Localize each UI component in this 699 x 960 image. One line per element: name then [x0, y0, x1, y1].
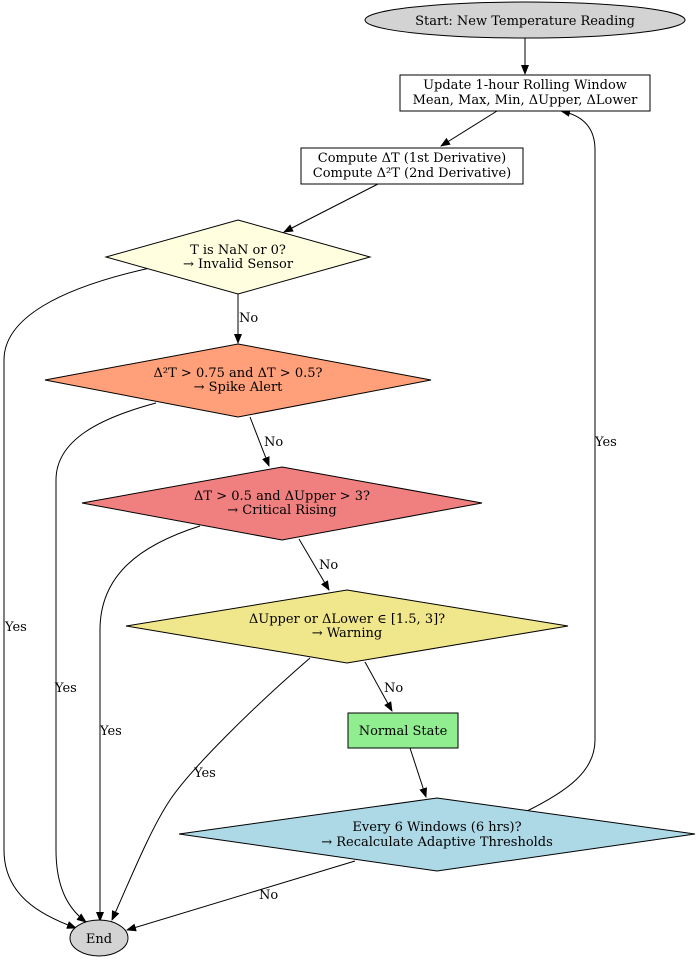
edge-label-recalc-no: No [259, 888, 278, 903]
warning-check-line-2: → Warning [312, 626, 382, 641]
compute-derivatives-line-2: Compute Δ²T (2nd Derivative) [313, 166, 512, 181]
spike-check-line-1: Δ²T > 0.75 and ΔT > 0.5? [154, 366, 323, 381]
normal-state-label: Normal State [359, 724, 448, 739]
critical-check-line-2: → Critical Rising [227, 503, 337, 518]
update-window-line-2: Mean, Max, Min, ΔUpper, ΔLower [413, 93, 639, 108]
node-warning-check: ΔUpper or ΔLower ∈ [1.5, 3]? → Warning [125, 589, 569, 664]
recalc-check-line-2: → Recalculate Adaptive Thresholds [321, 835, 553, 850]
edge-recalc-no [126, 860, 356, 932]
warning-check-diamond [125, 589, 569, 664]
node-normal-state: Normal State [347, 712, 459, 749]
edge-spike-yes [55, 402, 157, 923]
edge-invalid-yes [3, 267, 151, 929]
edge-label-invalid-no: No [239, 311, 258, 326]
edge-recalc-yes [524, 108, 596, 813]
end-label: End [86, 932, 112, 947]
node-recalc-check: Every 6 Windows (6 hrs)? → Recalculate A… [178, 797, 696, 872]
update-window-box [399, 74, 651, 112]
invalid-check-line-2: → Invalid Sensor [183, 257, 294, 272]
edge-label-spike-yes: Yes [54, 681, 77, 696]
edge-warning-yes [111, 657, 311, 921]
edge-warning-no [364, 661, 393, 712]
warning-check-line-1: ΔUpper or ΔLower ∈ [1.5, 3]? [249, 612, 445, 627]
edge-label-critical-no: No [319, 558, 338, 573]
edge-labels: No Yes No Yes No Yes No Yes Yes No [4, 311, 617, 903]
start-label-line-1: Start: New Temperature Reading [415, 14, 635, 29]
edge-critical-yes [96, 525, 201, 922]
node-start: Start: New Temperature Reading [364, 1, 686, 39]
normal-state-box [347, 712, 459, 749]
edge-spike-no [249, 416, 270, 467]
node-invalid-check: T is NaN or 0? → Invalid Sensor [104, 219, 372, 295]
edge-update-to-compute [440, 110, 498, 147]
edge-critical-no [298, 538, 330, 591]
edge-normal-to-recalc [409, 747, 428, 798]
edge-label-warning-yes: Yes [193, 766, 216, 781]
node-update-window: Update 1-hour Rolling Window Mean, Max, … [399, 74, 651, 112]
compute-derivatives-line-1: Compute ΔT (1st Derivative) [318, 151, 506, 166]
invalid-check-line-1: T is NaN or 0? [190, 243, 286, 258]
edge-label-critical-yes: Yes [99, 724, 122, 739]
edge-label-invalid-yes: Yes [4, 620, 27, 635]
edge-compute-to-invalid [283, 183, 379, 233]
node-end: End [69, 919, 129, 957]
compute-derivatives-box [300, 147, 524, 185]
recalc-check-line-1: Every 6 Windows (6 hrs)? [352, 820, 521, 835]
edge-label-warning-no: No [384, 681, 403, 696]
end-ellipse [69, 919, 129, 957]
update-window-line-1: Update 1-hour Rolling Window [423, 78, 627, 93]
edge-label-spike-no: No [264, 435, 283, 450]
recalc-check-diamond [178, 797, 696, 872]
edge-label-recalc-yes: Yes [594, 435, 617, 450]
critical-check-diamond [81, 466, 483, 541]
node-spike-check: Δ²T > 0.75 and ΔT > 0.5? → Spike Alert [44, 343, 432, 418]
spike-check-line-2: → Spike Alert [194, 380, 284, 395]
node-critical-check: ΔT > 0.5 and ΔUpper > 3? → Critical Risi… [81, 466, 483, 541]
invalid-check-diamond [104, 219, 372, 295]
edges [3, 38, 596, 932]
start-ellipse [364, 1, 686, 39]
node-compute-derivatives: Compute ΔT (1st Derivative) Compute Δ²T … [300, 147, 524, 185]
critical-check-line-1: ΔT > 0.5 and ΔUpper > 3? [194, 489, 370, 504]
spike-check-diamond [44, 343, 432, 418]
